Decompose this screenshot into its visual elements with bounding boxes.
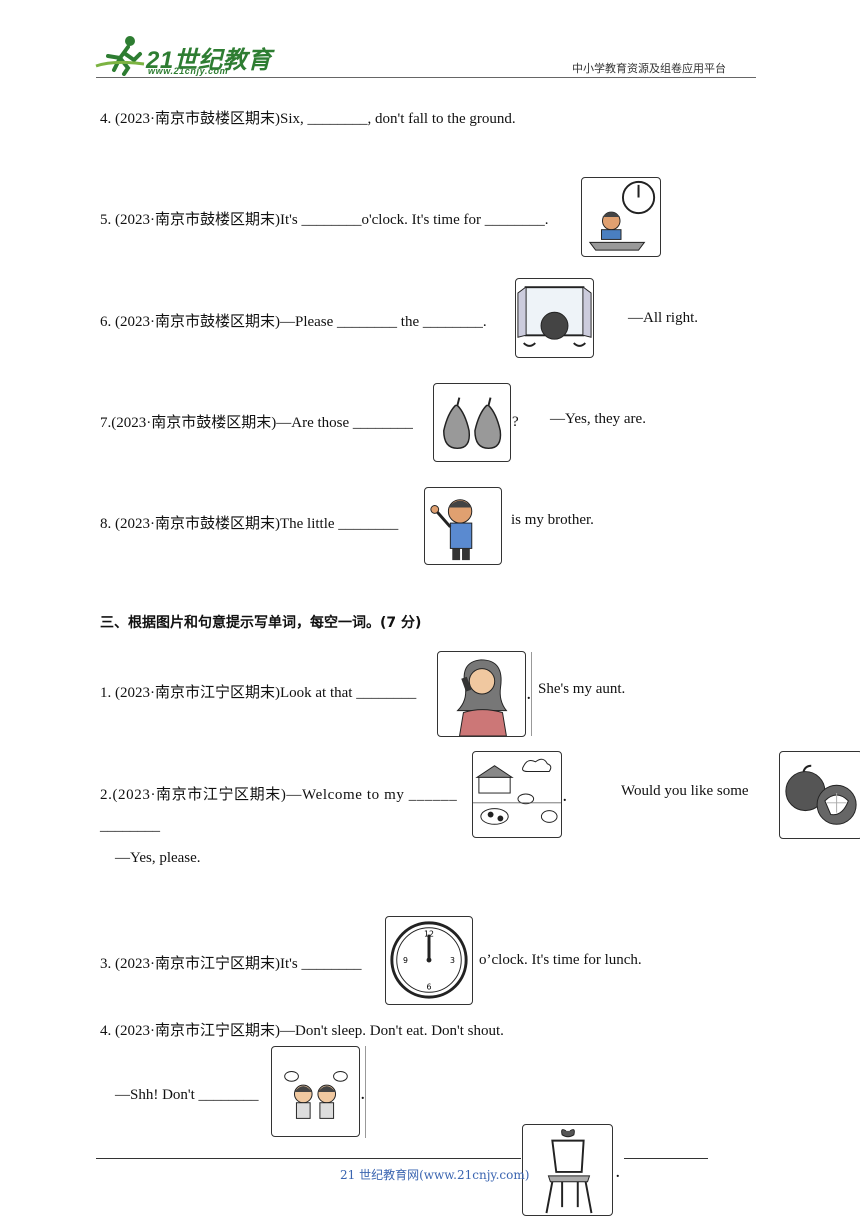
logo — [94, 34, 264, 76]
suffix-s2-8: is my brother. — [511, 512, 594, 528]
question-s3-2: 2.(2023·南京市江宁区期末)—Welcome to my ______ — [100, 787, 458, 803]
suffix-s3-1: She's my aunt. — [538, 681, 626, 697]
svg-text:9: 9 — [403, 956, 408, 965]
section3-title: 三、根据图片和句意提示写单词，每空一词。(7 分) — [100, 615, 422, 631]
header-platform-text: 中小学教育资源及组卷应用平台 — [572, 62, 726, 75]
question-s3-4: 4. (2023·南京市江宁区期末)—Don't sleep. Don't ea… — [100, 1023, 504, 1039]
question-s2-7: 7.(2023·南京市鼓楼区期末)—Are those ________ — [100, 415, 413, 431]
footer-divider-right — [624, 1158, 708, 1159]
pears-picture — [433, 383, 511, 462]
question-s3-1: 1. (2023·南京市江宁区期末)Look at that ________ — [100, 685, 417, 701]
logo-subtext: www.21cnjy.com — [148, 66, 229, 76]
woman-phone-picture — [437, 651, 526, 737]
period-mark-2: . — [563, 790, 567, 805]
svg-text:6: 6 — [427, 982, 432, 991]
period-mark: . — [527, 688, 531, 703]
clock-icon: 12 3 6 9 — [390, 921, 468, 999]
farm-picture — [472, 751, 562, 838]
clock-boy-desk-picture — [581, 177, 661, 257]
mangosteen-picture — [779, 751, 860, 839]
svg-text:3: 3 — [450, 956, 455, 965]
question-s2-6: 6. (2023·南京市鼓楼区期末)—Please ________ the _… — [100, 314, 487, 330]
reply-s2-7: —Yes, they are. — [550, 411, 646, 427]
header-divider — [96, 77, 756, 78]
question-s2-4: 4. (2023·南京市鼓楼区期末)Six, ________, don't f… — [100, 111, 516, 127]
question-s3-3: 3. (2023·南京市江宁区期末)It's ________ — [100, 956, 362, 972]
reply-s3-4: —Shh! Don't ________ — [115, 1087, 259, 1103]
question-mark: ? — [512, 414, 519, 430]
window-girl-picture — [515, 278, 594, 358]
kids-talking-picture — [271, 1046, 360, 1137]
suffix-s3-3: o’clock. It's time for lunch. — [479, 952, 642, 968]
question-s2-5: 5. (2023·南京市鼓楼区期末)It's ________o'clock. … — [100, 212, 549, 228]
reply-s3-2: —Yes, please. — [115, 850, 201, 866]
period-mark-4: . — [616, 1166, 620, 1181]
svg-text:12: 12 — [424, 930, 434, 939]
picture-border-mark — [531, 652, 532, 736]
question-s2-8: 8. (2023·南京市鼓楼区期末)The little ________ — [100, 516, 399, 532]
footer-divider — [96, 1158, 521, 1159]
blank-line-s3-2: ________ — [100, 818, 160, 834]
waving-boy-picture — [424, 487, 502, 565]
picture-border-mark-2 — [365, 1046, 366, 1138]
middle-s3-2: Would you like some — [621, 783, 749, 799]
reply-s2-6: —All right. — [628, 310, 698, 326]
logo-text: 21世纪教育 — [146, 47, 272, 74]
runner-logo-icon — [95, 36, 145, 76]
period-mark-3: . — [361, 1088, 365, 1103]
footer-text: 21 世纪教育网(www.21cnjy.com) — [340, 1168, 530, 1182]
chair-picture — [522, 1124, 613, 1216]
clock-picture: 12 3 6 9 — [385, 916, 473, 1005]
